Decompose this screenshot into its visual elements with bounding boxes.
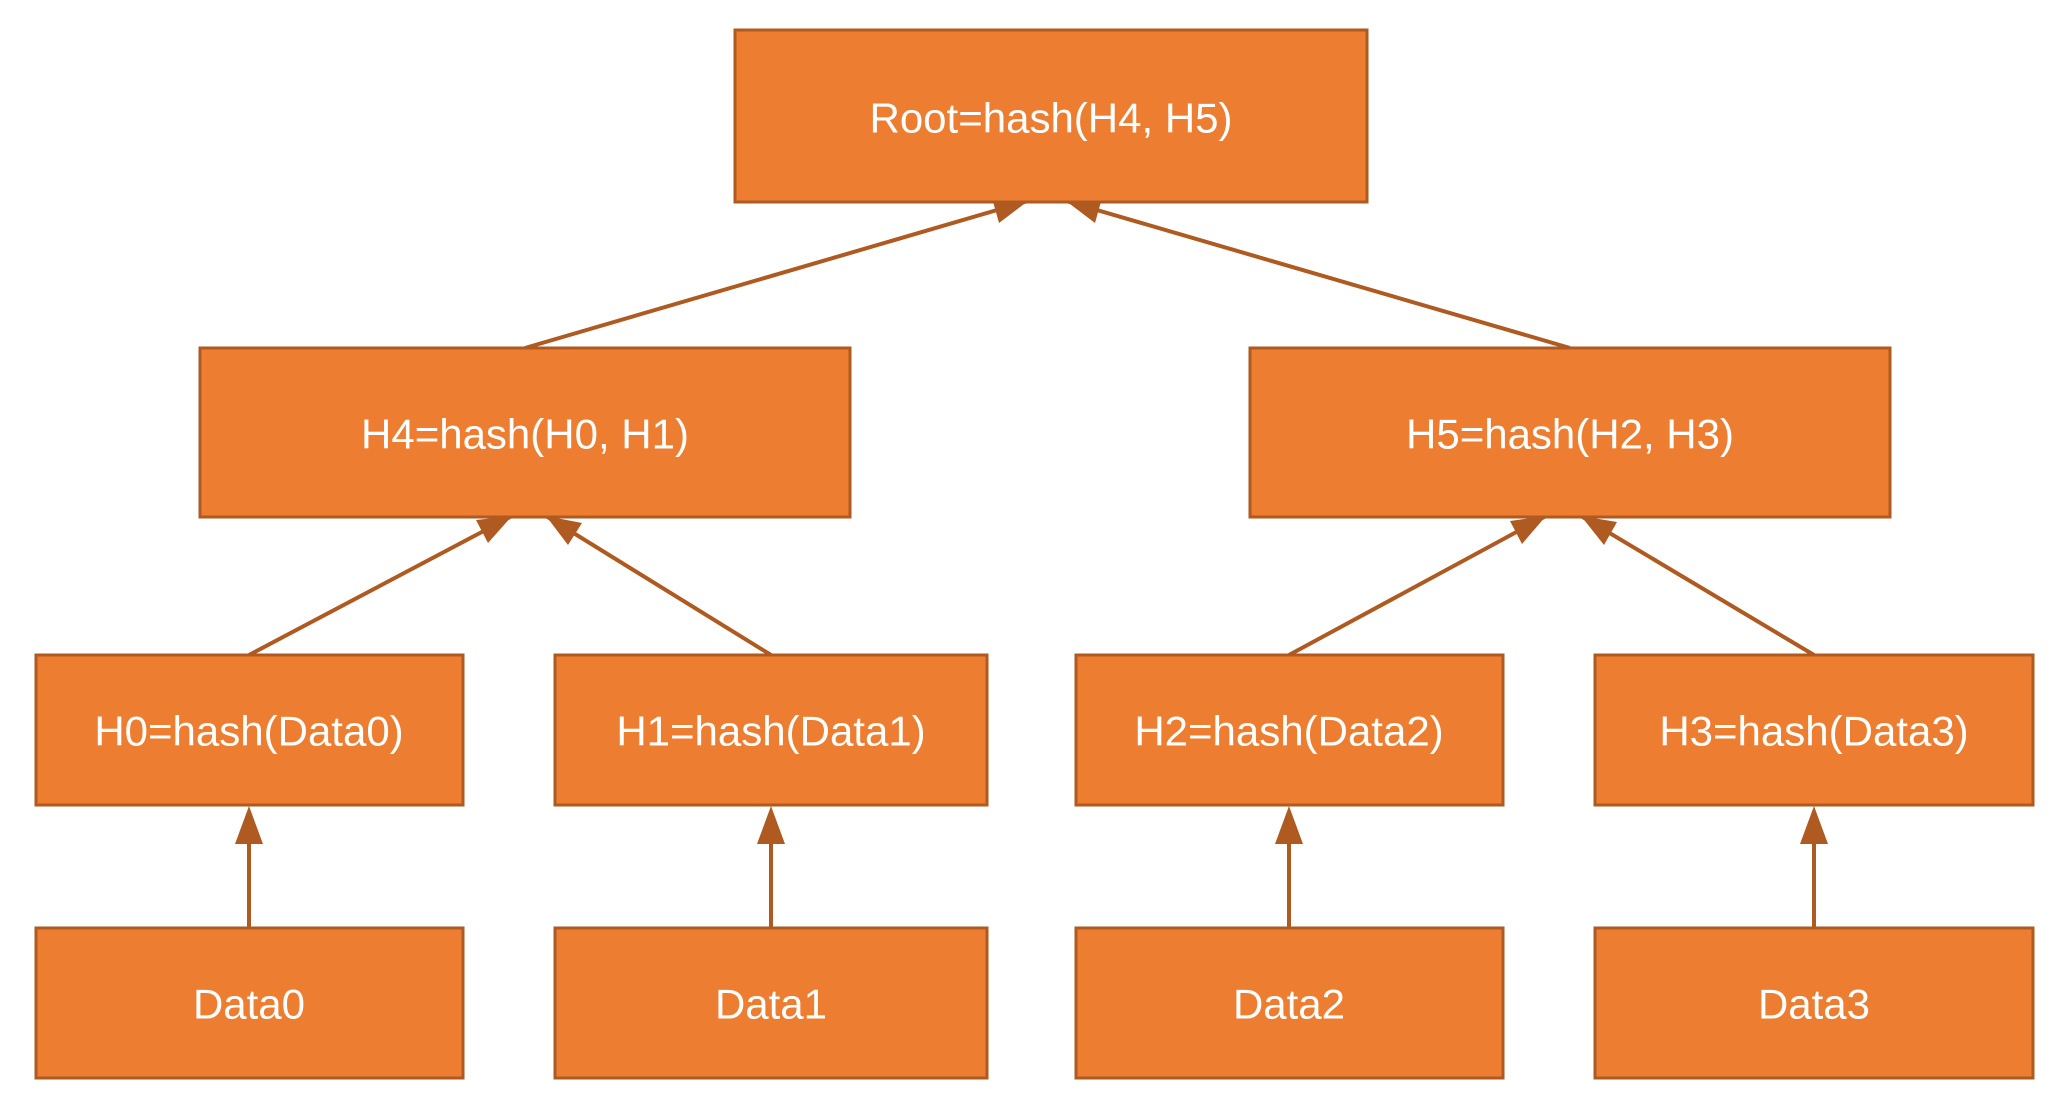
edge-h0-h4-line [248,514,513,657]
node-h5-label: H5=hash(H2, H3) [1406,411,1734,458]
node-h4-box [198,346,852,519]
edge-h2-h5-arrowhead [1510,516,1546,544]
node-h0-label: H0=hash(Data0) [94,708,403,755]
node-h2-box [1074,653,1505,807]
node-h2-label: H2=hash(Data2) [1134,708,1443,755]
edge-h4-root-arrowhead [992,198,1028,223]
edge-h1-h4-arrowhead [546,516,582,545]
node-data2-label: Data2 [1233,981,1345,1028]
edge-data0-h0-arrowhead [235,806,263,844]
node-h5: H5=hash(H2, H3) [1248,346,1892,519]
node-data0-label: Data0 [193,981,305,1028]
nodes-layer: Root=hash(H4, H5) H4=hash(H0, H1) H5=has… [34,28,2035,1080]
edge-h3-h5-line [1579,514,1816,657]
node-h3-label: H3=hash(Data3) [1659,708,1968,755]
node-root-label: Root=hash(H4, H5) [869,95,1232,142]
edge-data3-h3-arrowhead [1800,806,1828,844]
node-root: Root=hash(H4, H5) [733,28,1369,204]
node-h5-box [1248,346,1892,519]
edges-layer [235,198,1828,928]
node-data1-label: Data1 [715,981,827,1028]
node-data1: Data1 [553,926,989,1080]
node-data3-label: Data3 [1758,981,1870,1028]
node-h1-box [553,653,989,807]
node-data2: Data2 [1074,926,1505,1080]
node-h2: H2=hash(Data2) [1074,653,1505,807]
edge-h0-h4-arrowhead [476,516,512,543]
node-data3-box [1593,926,2035,1080]
edge-h3-h5-arrowhead [1581,516,1617,545]
node-data0: Data0 [34,926,465,1080]
node-h3-box [1593,653,2035,807]
edge-h1-h4-line [544,514,773,657]
node-h4-label: H4=hash(H0, H1) [361,411,689,458]
node-data3: Data3 [1593,926,2035,1080]
node-h0-box [34,653,465,807]
node-h0: H0=hash(Data0) [34,653,465,807]
node-h3: H3=hash(Data3) [1593,653,2035,807]
edge-data2-h2-arrowhead [1275,806,1303,844]
node-h4: H4=hash(H0, H1) [198,346,852,519]
node-h1-label: H1=hash(Data1) [616,708,925,755]
edge-h4-root-line [524,199,1029,350]
edge-data1-h1-arrowhead [757,806,785,844]
node-root-box [733,28,1369,204]
edge-h5-root-line [1065,199,1571,350]
node-data1-box [553,926,989,1080]
edge-h2-h5-line [1288,514,1547,657]
node-h1: H1=hash(Data1) [553,653,989,807]
edge-h5-root-arrowhead [1066,198,1102,223]
node-data2-box [1074,926,1505,1080]
node-data0-box [34,926,465,1080]
